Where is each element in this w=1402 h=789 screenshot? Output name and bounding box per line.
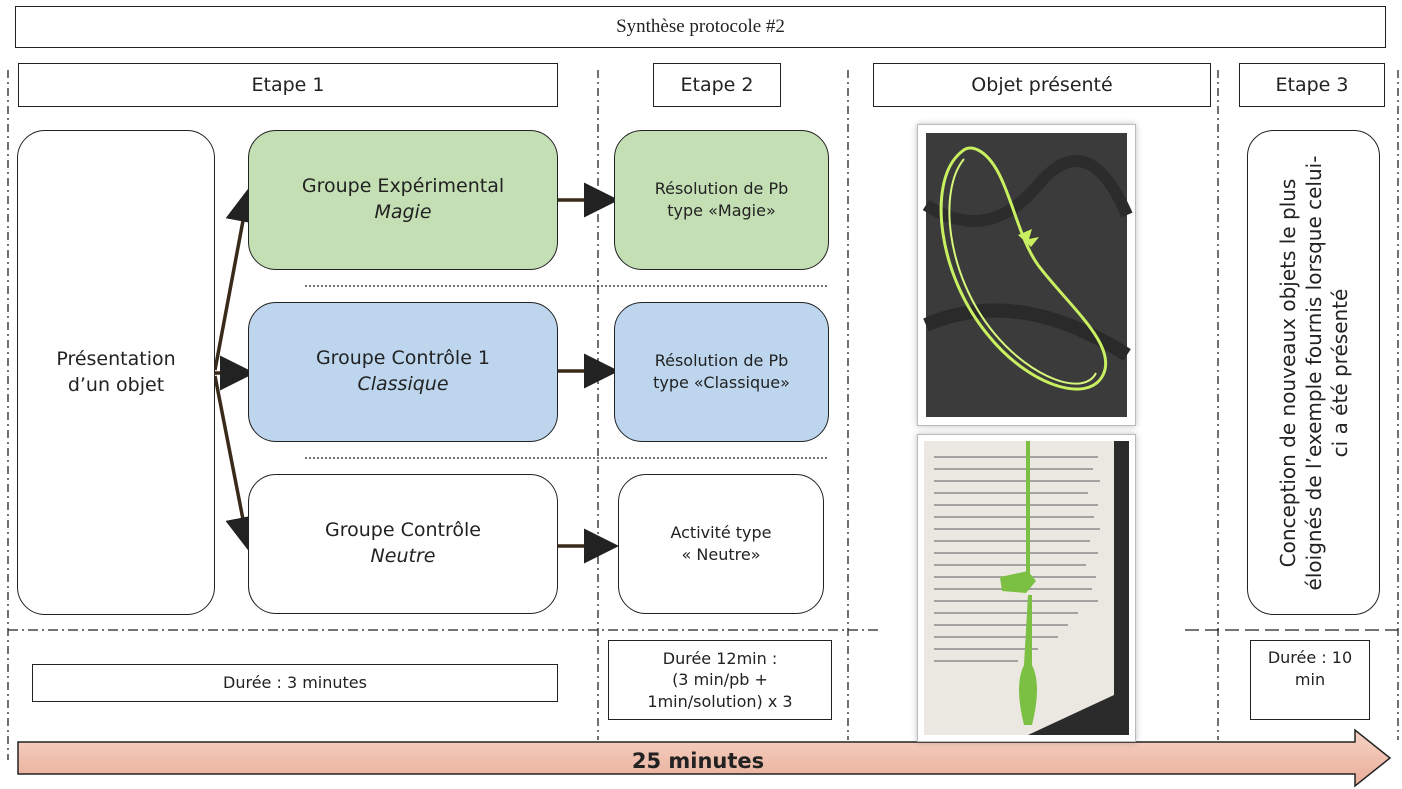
header-etape-2: Etape 2 — [653, 63, 781, 107]
header-etape-1: Etape 1 — [18, 63, 558, 107]
activity-line-2: « Neutre» — [681, 545, 761, 564]
green-cord-loop-icon — [922, 133, 1133, 417]
presentation-line-2: d’un objet — [67, 373, 165, 396]
total-duration-label: 25 minutes — [631, 749, 765, 773]
group-mode: Neutre — [370, 545, 436, 567]
duration-etape-1: Durée : 3 minutes — [32, 664, 558, 702]
duration-etape-2: Durée 12min : (3 min/pb + 1min/solution)… — [608, 640, 832, 720]
group-controle-neutre: Groupe Contrôle Neutre — [248, 474, 558, 614]
bookmark-in-book-icon — [924, 441, 1129, 735]
header-etape-3: Etape 3 — [1239, 63, 1385, 107]
duration-line-3: 1min/solution) x 3 — [647, 691, 793, 711]
group-controle-1: Groupe Contrôle 1 Classique — [248, 302, 558, 442]
presentation-line-1: Présentation — [56, 347, 176, 370]
activity-line-2: type «Magie» — [667, 201, 776, 220]
group-name: Groupe Contrôle 1 — [315, 347, 491, 370]
group-experimental: Groupe Expérimental Magie — [248, 130, 558, 270]
diagram-title: Synthèse protocole #2 — [15, 6, 1386, 48]
activity-line-1: Résolution de Pb — [654, 178, 789, 198]
group-name: Groupe Expérimental — [301, 175, 505, 198]
activity-arrows — [558, 182, 619, 564]
column-separators — [7, 70, 1399, 760]
group-mode: Classique — [357, 373, 449, 395]
activity-neutre: Activité type « Neutre» — [618, 474, 824, 614]
photo-cord-loop — [917, 124, 1136, 426]
duration-etape-3: Durée : 10 min — [1250, 640, 1370, 720]
group-separators — [305, 285, 828, 459]
etape-3-box: Conception de nouveaux objets le plus él… — [1247, 130, 1380, 615]
activity-line-1: Activité type — [670, 522, 772, 542]
fan-arrows — [213, 187, 261, 552]
duration-line-2: (3 min/pb + — [672, 670, 768, 690]
etape-3-text: Conception de nouveaux objets le plus él… — [1275, 155, 1352, 590]
photo-bookmark — [917, 434, 1136, 742]
duration-line-1: Durée 12min : — [662, 648, 778, 668]
activity-line-1: Résolution de Pb — [654, 350, 789, 370]
activity-classique: Résolution de Pb type «Classique» — [614, 302, 829, 442]
group-mode: Magie — [374, 201, 432, 223]
header-objet-presente: Objet présenté — [873, 63, 1211, 107]
timeline-arrow — [17, 728, 1392, 788]
activity-magie: Résolution de Pb type «Magie» — [614, 130, 829, 270]
group-name: Groupe Contrôle — [325, 519, 481, 542]
activity-line-2: type «Classique» — [653, 373, 790, 392]
duration-line-1: Durée : 10 — [1267, 648, 1353, 667]
duration-line-2: min — [1294, 669, 1326, 689]
presentation-box: Présentation d’un objet — [17, 130, 215, 615]
